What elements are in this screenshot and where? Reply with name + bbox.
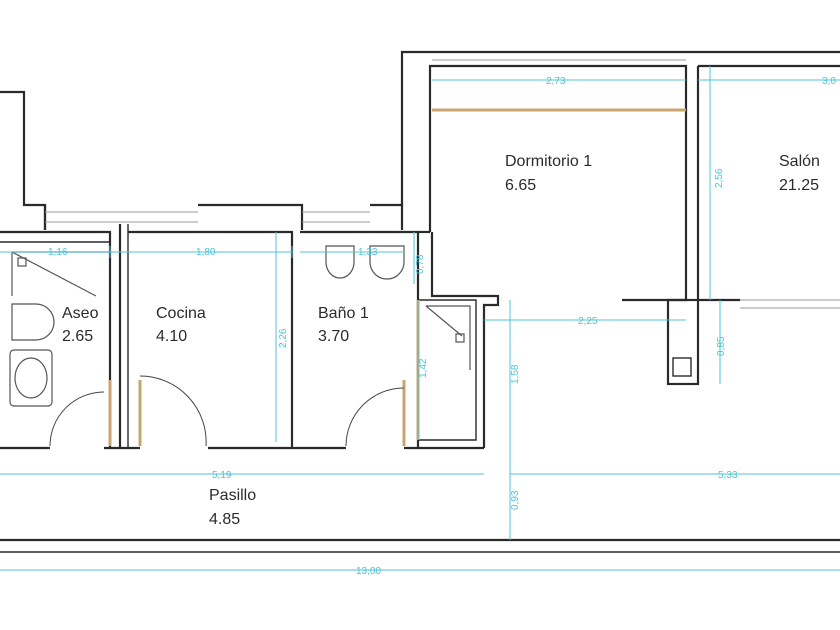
bano-toilet-icon xyxy=(325,245,355,279)
toilet-icon xyxy=(11,303,55,341)
room-area-cocina: 4.10 xyxy=(156,328,187,345)
aseo-door xyxy=(49,391,105,447)
dim-dorm-width: 2,73 xyxy=(546,76,566,87)
room-area-pasillo: 4.85 xyxy=(209,511,240,528)
dim-closet-depth: 1,42 xyxy=(418,358,429,378)
room-name-salon: Salón xyxy=(779,153,820,170)
dim-salon-lower: 0,85 xyxy=(716,336,727,356)
room-name-dormitorio: Dormitorio 1 xyxy=(505,153,592,170)
cocina-door xyxy=(139,375,207,447)
room-area-dormitorio: 6.65 xyxy=(505,177,536,194)
dim-total: 13,00 xyxy=(356,566,381,577)
dim-salon-width: 3,0 xyxy=(822,76,836,87)
room-area-salon: 21.25 xyxy=(779,177,819,194)
dim-dorm-lower: 2,25 xyxy=(578,316,598,327)
bano-sink-icon xyxy=(369,245,405,280)
room-name-bano: Baño 1 xyxy=(318,305,369,322)
dim-pasillo-left: 5,19 xyxy=(212,470,232,481)
room-area-aseo: 2.65 xyxy=(62,328,93,345)
closet-shower xyxy=(425,305,471,370)
windows xyxy=(45,59,840,309)
doors xyxy=(49,375,405,447)
room-labels: Aseo 2.65 Cocina 4.10 Baño 1 3.70 Dormit… xyxy=(62,153,820,528)
dim-salon-depth: 2,56 xyxy=(714,168,725,188)
bano-door xyxy=(345,387,405,447)
room-name-aseo: Aseo xyxy=(62,305,99,322)
dim-bano-side: 0,78 xyxy=(415,254,426,274)
dim-cocina-depth: 2,26 xyxy=(278,328,289,348)
dim-hall-depth: 1,58 xyxy=(510,364,521,384)
dimension-labels: 1,16 1,80 1,33 0,78 2,26 1,42 1,58 2,73 … xyxy=(48,76,836,577)
dim-cocina-width: 1,80 xyxy=(196,247,216,258)
sink-icon xyxy=(9,349,53,407)
room-name-cocina: Cocina xyxy=(156,305,206,322)
dim-pasillo-right: 5,33 xyxy=(718,470,738,481)
shower-tray xyxy=(11,251,110,297)
fixtures xyxy=(9,245,471,407)
dim-aseo-width: 1,16 xyxy=(48,247,68,258)
walls xyxy=(0,50,840,553)
room-name-pasillo: Pasillo xyxy=(209,487,256,504)
dimension-lines xyxy=(0,66,840,571)
dim-bano-width: 1,33 xyxy=(358,247,378,258)
room-area-bano: 3.70 xyxy=(318,328,349,345)
dim-pasillo-depth: 0,93 xyxy=(510,490,521,510)
wood-elements xyxy=(108,108,686,446)
